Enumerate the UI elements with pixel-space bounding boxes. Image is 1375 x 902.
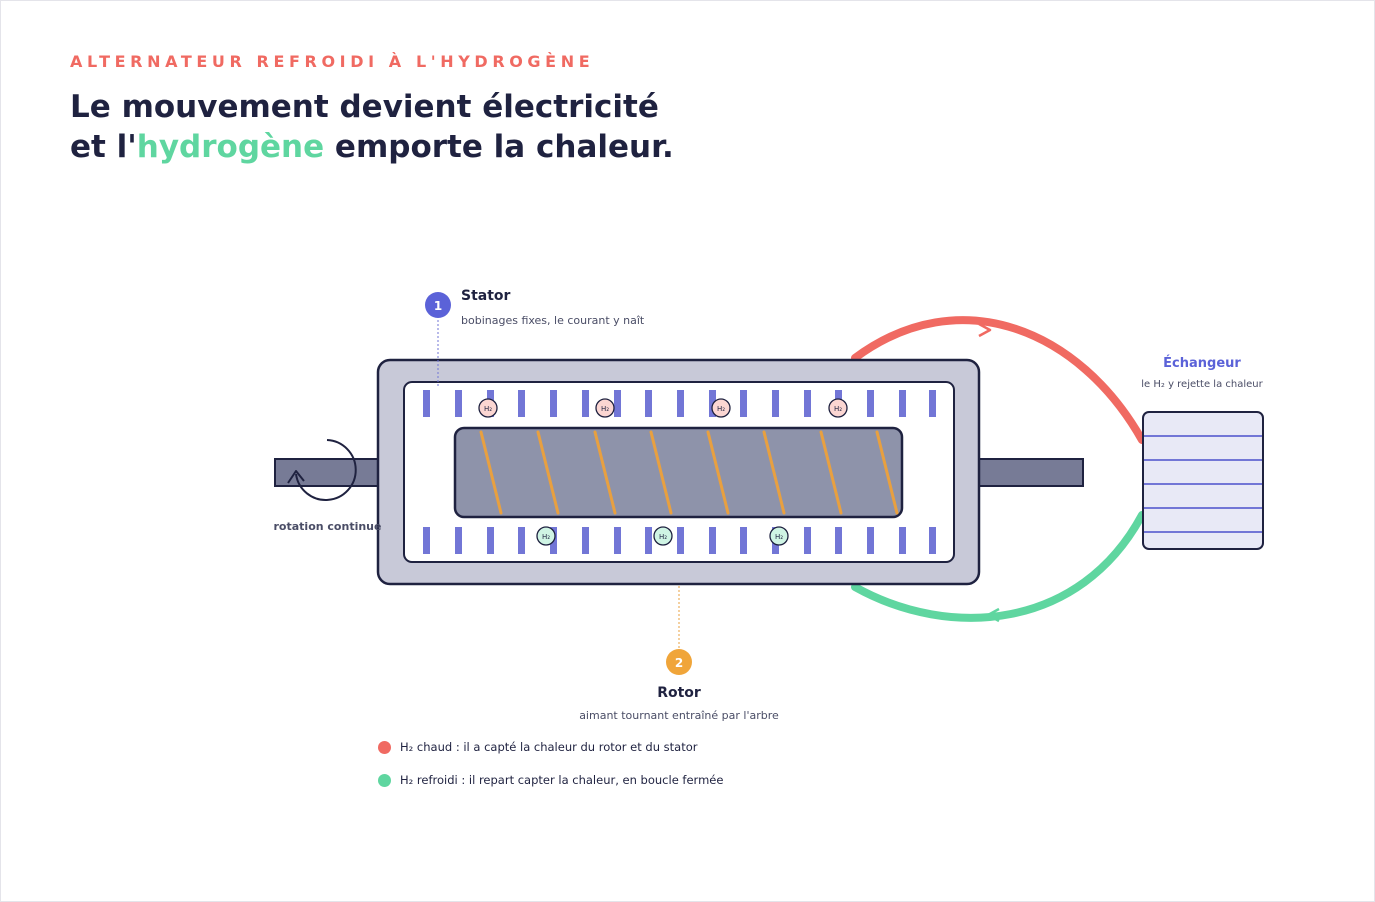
hot-h2-molecule: H₂ <box>595 398 615 418</box>
hot-h2-label: H₂ <box>484 405 492 413</box>
rotor-stripes <box>479 430 899 515</box>
cold-h2-label: H₂ <box>659 533 667 541</box>
cold-h2-molecule: H₂ <box>653 526 673 546</box>
eyebrow: ALTERNATEUR REFROIDI À L'HYDROGÈNE <box>70 52 595 71</box>
heat-exchanger <box>1142 411 1264 550</box>
legend-cold-text: H₂ refroidi : il repart capter la chaleu… <box>400 773 724 787</box>
rotor-number: 2 <box>675 656 683 670</box>
rotation-label: rotation continue <box>273 520 382 533</box>
cold-h2-label: H₂ <box>775 533 783 541</box>
exchanger-title: Échangeur <box>1163 356 1241 371</box>
rotor-number-badge: 2 <box>666 649 692 675</box>
stator-title: Stator <box>461 288 511 304</box>
hot-flow-arrow-icon <box>978 322 992 338</box>
title-line-1: Le mouvement devient électricité <box>70 89 659 125</box>
hot-h2-molecule: H₂ <box>711 398 731 418</box>
cold-loop-arc <box>851 511 1146 622</box>
shaft-left <box>274 458 380 487</box>
cold-flow-arrow-icon <box>986 607 1000 623</box>
title-line-2-start: et l' <box>70 129 137 165</box>
hot-h2-molecule: H₂ <box>828 398 848 418</box>
stator-number-badge: 1 <box>425 292 451 318</box>
rotor-subtitle: aimant tournant entraîné par l'arbre <box>579 709 779 722</box>
hot-h2-label: H₂ <box>601 405 609 413</box>
legend-hot-swatch <box>378 740 391 754</box>
title-line-2-end: emporte la chaleur. <box>324 129 674 165</box>
legend-hot-text: H₂ chaud : il a capté la chaleur du roto… <box>400 740 698 754</box>
hot-h2-molecule: H₂ <box>478 398 498 418</box>
hot-loop-arc <box>851 316 1146 444</box>
exchanger-fins <box>1144 435 1262 533</box>
rotor-title: Rotor <box>657 685 701 701</box>
stator-subtitle: bobinages fixes, le courant y naît <box>461 314 645 327</box>
cold-h2-molecule: H₂ <box>769 526 789 546</box>
title-highlight: hydrogène <box>136 129 325 165</box>
cold-h2-molecule: H₂ <box>536 526 556 546</box>
legend-cold-swatch <box>378 773 391 787</box>
legend-hot: H₂ chaud : il a capté la chaleur du roto… <box>378 740 698 754</box>
exchanger-subtitle: le H₂ y rejette la chaleur <box>1141 379 1263 390</box>
shaft-right <box>977 458 1084 487</box>
rotation-arrow-icon <box>287 439 357 501</box>
stator-number: 1 <box>434 299 442 313</box>
cold-h2-label: H₂ <box>542 533 550 541</box>
title-line-2: et l'hydrogène emporte la chaleur. <box>70 127 674 167</box>
hot-h2-label: H₂ <box>834 405 842 413</box>
rotor-body <box>453 426 904 519</box>
page-title: Le mouvement devient électricité et l'hy… <box>70 87 674 167</box>
legend-cold: H₂ refroidi : il repart capter la chaleu… <box>378 773 723 787</box>
hot-h2-label: H₂ <box>717 405 725 413</box>
